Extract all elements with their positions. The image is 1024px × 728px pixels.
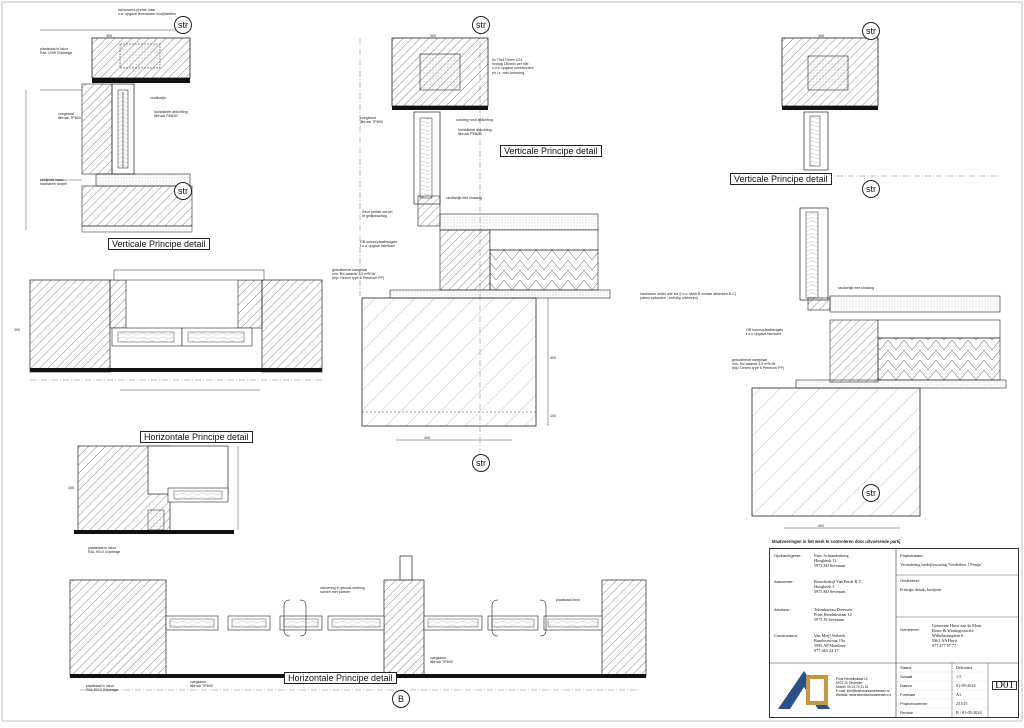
section-marker-str-5: str — [472, 454, 490, 472]
opdrachtgever-value: Fam. Schrandenberg Hoogbeek 12 5973 MJ S… — [814, 553, 849, 568]
formaat-value: A1 — [956, 692, 962, 697]
dim-1: 300 — [106, 34, 112, 38]
schaal-label: Schaal — [900, 674, 913, 679]
note-17: GB kolom/plaatbeugels t.o.v. opgave fabr… — [746, 328, 784, 337]
dim-4: 300 — [818, 34, 824, 38]
note-12: Sevo prefab dorpel of gelijkwaardig — [362, 210, 393, 219]
section-marker-str-4: str — [174, 182, 192, 200]
section-marker-str-7: str — [862, 484, 880, 502]
gemeente-value: Gemeente Horst aan de Maas Bouw & Woning… — [932, 623, 982, 648]
section-marker-str-6: str — [862, 180, 880, 198]
dim-8: 400 — [818, 524, 824, 528]
vertical-detail-top-left — [25, 29, 193, 233]
note-20: plaatstaal in lakur RAL 9010 Gripbeige — [86, 684, 119, 693]
note-16: hardsteen onder alle kol (t.o.v. Merk B-… — [640, 292, 737, 301]
constructeur-label: Constructeur: — [774, 633, 799, 638]
note-8: 3x 70x170mm C24 rivatag 160mm per rijle … — [492, 58, 534, 75]
vertical-detail-top-right — [751, 37, 1007, 529]
note-10: luchtdichte afdichting illbruck PM630 — [458, 128, 492, 137]
adviseur-value: Tekenbureau Dreessen Prins Hendrikstraat… — [814, 607, 852, 622]
note-22: uitvoering in gecoat-werking samen met p… — [320, 586, 365, 595]
note-18: geisolleerde kantplaat min. Rd-waarde 3,… — [732, 358, 785, 371]
section-marker-str-3: str — [862, 22, 880, 40]
section-marker-str-1: str — [174, 16, 192, 34]
horizontal-detail-middle-left — [29, 269, 323, 391]
note-21: voegband illbruck TP600 — [190, 680, 213, 689]
gemeente-label: Gemeente: — [900, 627, 920, 632]
title-horizontal-detail-2: Horizontale Principe detail — [284, 672, 397, 684]
sheet-number: D01 — [992, 680, 1017, 691]
onderdeel-value: Principe details kozijnen — [900, 587, 942, 592]
note-14: geisolleerde kantplaat min. Rd-waarde 3,… — [332, 268, 385, 281]
note-2: plaatstaal in lakur RAL 1099 Gripbeige — [40, 47, 73, 56]
title-vertical-detail-2: Verticale Principe detail — [500, 145, 602, 157]
note-15: randkelijk met klossing — [838, 286, 875, 290]
revisie-value: B / 01-05-2024 — [956, 710, 982, 715]
horizontal-detail-bottom — [69, 555, 647, 691]
onderdeel-label: Onderdeel: — [900, 578, 920, 583]
bottom-note: Maatvoeringen in het werk te controleren… — [772, 539, 901, 544]
aannemer-label: Aannemer: — [774, 579, 794, 584]
dim-9: 300 — [68, 486, 74, 490]
note-9: voeding hout afdichting — [456, 118, 493, 122]
title-horizontal-detail-1: Horizontale Principe detail — [140, 431, 253, 443]
horizontal-detail-small — [74, 445, 239, 534]
note-11: randkelijk met klossing — [446, 196, 483, 200]
company-logo — [778, 671, 830, 709]
datum-label: Datum — [900, 683, 912, 688]
schaal-value: 1:5 — [956, 674, 962, 679]
projectnaam-label: Projectnaam: — [900, 553, 924, 558]
projectnaam-value: Verandering bedrijfswoning 'Veederbos 1 … — [900, 562, 982, 567]
datum-value: 01-05-2024 — [956, 683, 976, 688]
status-label: Status — [900, 665, 912, 670]
constructeur-value: Van Meijl Verbeek Baarlosestraat 19a 599… — [814, 633, 846, 653]
projectnummer-value: 23.015 — [956, 701, 968, 706]
title-block-grid — [770, 549, 1018, 717]
note-13: GB kolom/plaatbeugels t.o.v. opgave fabr… — [360, 240, 398, 249]
dim-3: 400 — [424, 436, 430, 440]
adviseur-label: Adviseur: — [774, 607, 791, 612]
title-vertical-detail-1: Verticale Principe detail — [108, 238, 210, 250]
dim-5: 300 — [14, 328, 20, 332]
note-19: plaatstaal in lakur RAL 9010 Gripbeige — [88, 546, 121, 555]
title-block: Opdrachtgever: Fam. Schrandenberg Hoogbe… — [769, 548, 1019, 718]
note-5: luchtdichte afdichting illbruck PM630 — [154, 110, 188, 119]
note-7: voegband illbruck TP600 — [360, 116, 383, 125]
title-vertical-detail-3: Verticale Principe detail — [730, 173, 832, 185]
dim-2: 300 — [430, 34, 436, 38]
projectnummer-label: Projectnummer — [900, 701, 928, 706]
note-1: lacherwerk prefab. kaar c.w. opgave leve… — [118, 8, 177, 17]
note-24: plaatstaal kleur — [556, 598, 581, 602]
section-marker-b: B — [392, 690, 410, 708]
opdrachtgever-label: Opdrachtgever: — [774, 553, 802, 558]
section-marker-str-2: str — [472, 16, 490, 34]
revisie-label: Revisie — [900, 710, 914, 715]
note-23: voegband illbruck TP600 — [430, 656, 453, 665]
dim-6: 400 — [550, 356, 556, 360]
vertical-detail-top-middle — [359, 30, 611, 450]
aannemer-value: Bouwbedrijf Van Eerde B.V. Hoogbeek 3 59… — [814, 579, 862, 594]
note-3: voegband illbruck TP600 — [58, 112, 81, 121]
formaat-label: Formaat — [900, 692, 915, 697]
note-4: zoutkozijn — [150, 96, 166, 100]
status-value: Definitief — [956, 665, 973, 670]
dim-7: 100 — [550, 414, 556, 418]
company-info: Prins Hendrikstraat 12 5973 JS Sevenum M… — [836, 677, 892, 697]
note-6: verlijmde naad hardsteen dorpel — [40, 178, 67, 187]
